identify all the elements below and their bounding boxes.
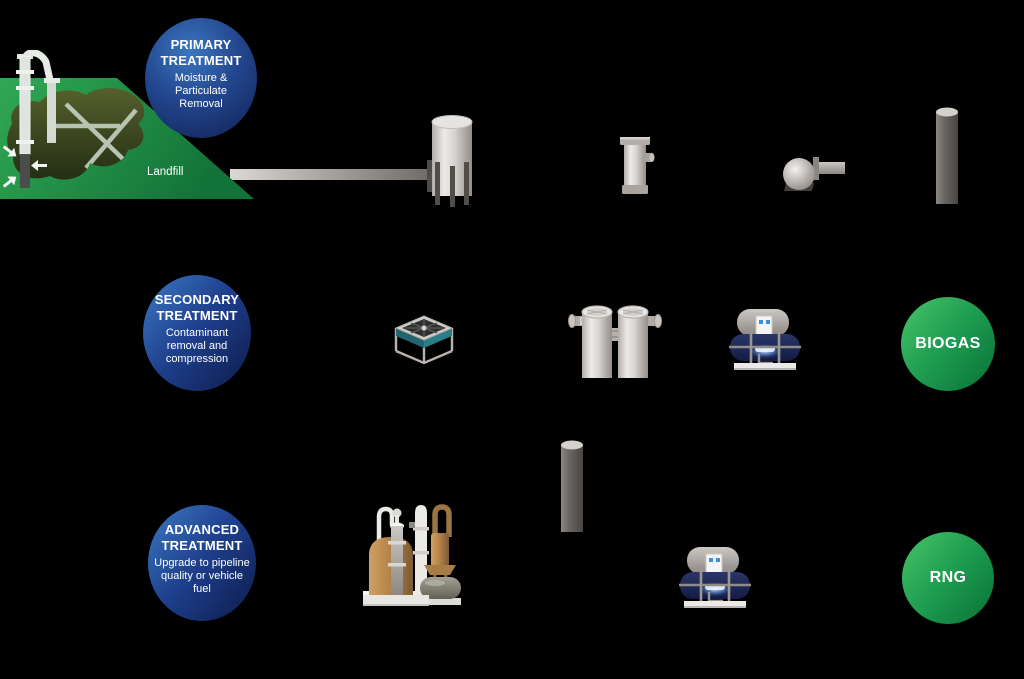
gas-flow-arrows — [2, 145, 47, 188]
primary-title-line1: PRIMARY — [170, 37, 232, 53]
advanced-title-line2: TREATMENT — [161, 538, 243, 554]
gas-compressor-icon — [679, 547, 751, 608]
landfill-illustration: Landfill — [0, 50, 254, 199]
primary-title-line2: TREATMENT — [160, 53, 242, 69]
rng-label: RNG — [929, 569, 967, 586]
landfill-interior — [7, 88, 145, 180]
well2-flange — [44, 78, 60, 83]
adsorption-vessels-icon — [568, 305, 662, 378]
primary-subtitle: Moisture & Particulate Removal — [174, 71, 228, 110]
biogas-label: BIOGAS — [915, 335, 981, 352]
advanced-title-line1: ADVANCED — [164, 522, 240, 538]
blower-icon — [783, 157, 845, 191]
knockout-drum-icon — [429, 115, 473, 207]
well2-pipe — [47, 83, 56, 143]
chiller-icon — [394, 315, 454, 365]
stage-circle-secondary: SECONDARY TREATMENT Contaminant removal … — [143, 275, 251, 391]
secondary-subtitle: Contaminant removal and compression — [165, 326, 229, 365]
landfill-label: Landfill — [147, 166, 183, 178]
upgrading-skid-icon — [363, 504, 461, 606]
secondary-title-line2: TREATMENT — [156, 308, 238, 324]
flare-stack-icon — [936, 107, 958, 204]
gas-collection-pipe-icon — [230, 160, 437, 192]
secondary-title-line1: SECONDARY — [154, 292, 240, 308]
flare-stack-icon — [561, 440, 583, 532]
advanced-subtitle: Upgrade to pipeline quality or vehicle f… — [154, 556, 250, 595]
buried-collection-pipes — [56, 102, 138, 170]
filter-vessel-icon — [620, 137, 655, 194]
stage-circle-primary: PRIMARY TREATMENT Moisture & Particulate… — [145, 18, 257, 138]
stage-circle-advanced: ADVANCED TREATMENT Upgrade to pipeline q… — [148, 505, 256, 621]
gas-compressor-icon — [729, 309, 801, 370]
output-circle-biogas: BIOGAS — [901, 297, 995, 391]
well-perforated-section — [20, 154, 30, 188]
output-circle-rng: RNG — [902, 532, 994, 624]
